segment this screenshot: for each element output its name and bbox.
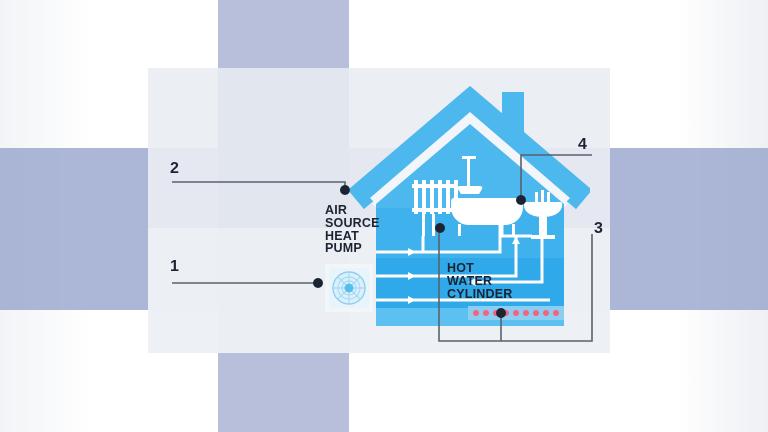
callout-dots xyxy=(313,185,526,318)
label-line: AIR xyxy=(325,203,348,217)
callout-number-1[interactable]: 1 xyxy=(170,258,179,275)
pedestal-sink xyxy=(523,190,563,239)
label-line: HEAT xyxy=(325,228,359,243)
callout-2-line xyxy=(172,181,346,190)
label-line: PUMP xyxy=(325,241,362,256)
callout-4-dot[interactable] xyxy=(516,195,526,205)
label-line: WATER xyxy=(447,273,493,288)
house-illustration xyxy=(350,86,590,326)
air-source-heat-pump-unit[interactable] xyxy=(325,264,373,312)
radiator-dot[interactable] xyxy=(435,223,445,233)
callout-3-line xyxy=(438,233,593,342)
callout-4-line xyxy=(520,154,592,200)
callout-number-2[interactable]: 2 xyxy=(170,160,179,177)
label-line: CYLINDER xyxy=(447,286,513,301)
air-source-heat-pump-label: AIR SOURCE HEAT PUMP xyxy=(325,204,380,255)
label-line: HOT xyxy=(447,261,474,275)
callout-2-dot[interactable] xyxy=(340,185,350,195)
callout-1-dot[interactable] xyxy=(313,278,323,288)
pipe-flow-arrows xyxy=(408,198,520,304)
pipe-network xyxy=(376,206,550,302)
callout-3-dot[interactable] xyxy=(496,308,506,318)
hot-water-cylinder-label: HOT WATER CYLINDER xyxy=(447,262,513,300)
label-line: SOURCE xyxy=(325,215,380,230)
bathtub-with-shower xyxy=(451,156,523,236)
callout-number-3[interactable]: 3 xyxy=(594,220,603,237)
radiator xyxy=(412,180,458,236)
heat-pump-fan-icon xyxy=(329,268,369,308)
callout-number-4[interactable]: 4 xyxy=(578,136,587,153)
underfloor-heating xyxy=(468,306,564,320)
